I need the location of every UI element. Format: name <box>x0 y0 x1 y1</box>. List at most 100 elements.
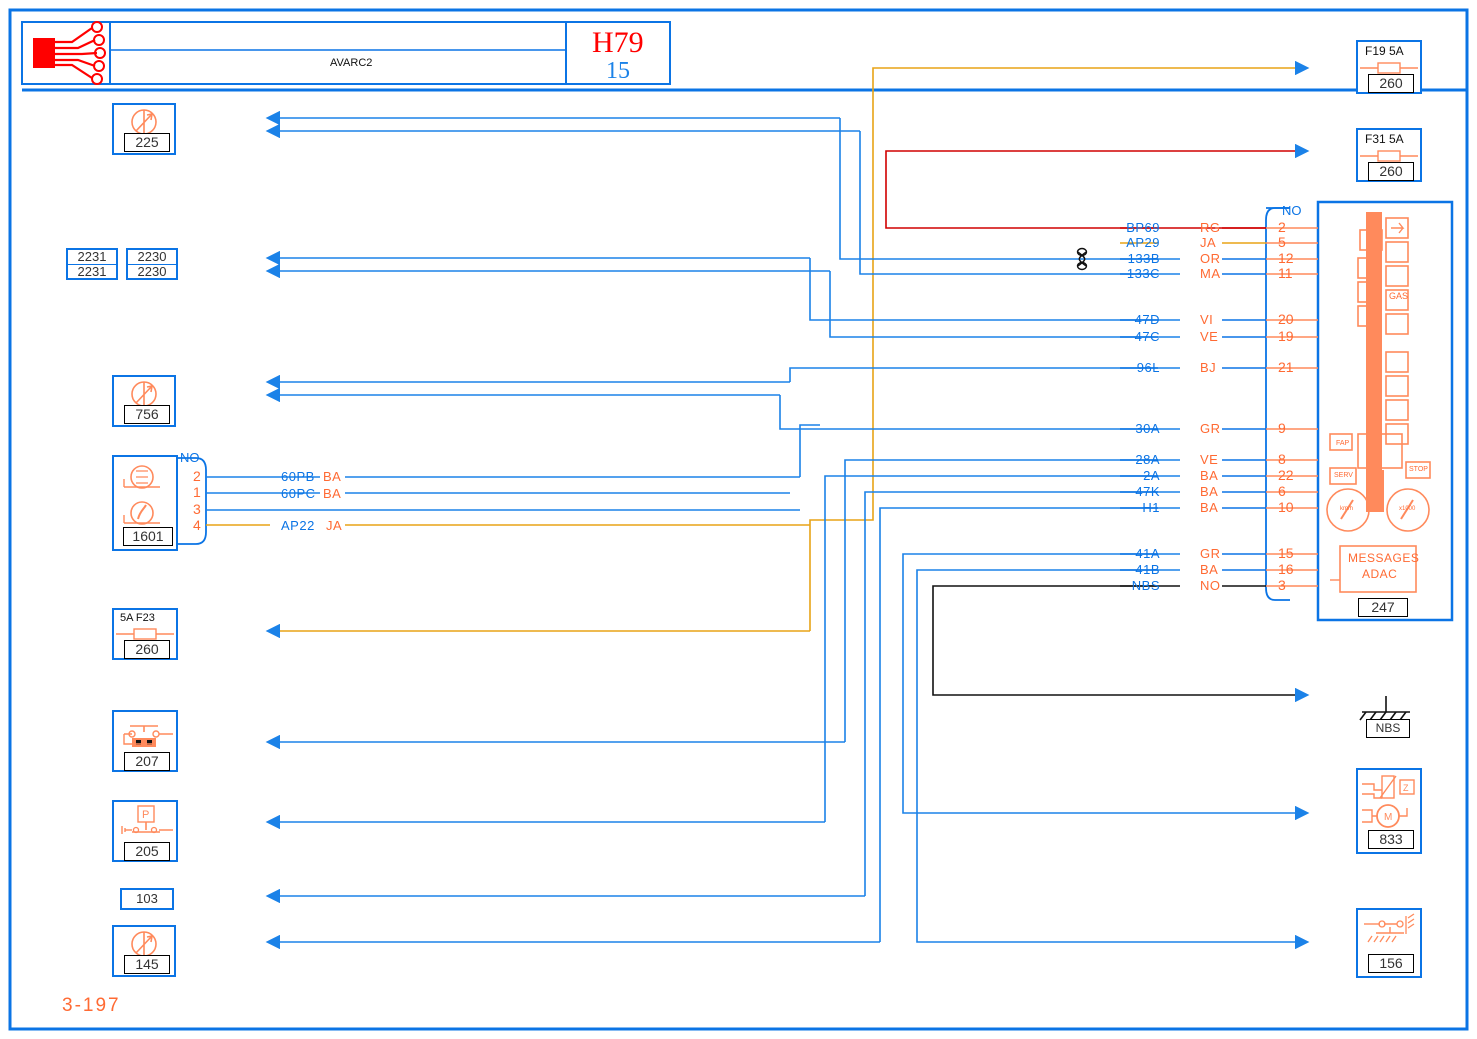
wire-name-AP29: AP29 <box>1126 235 1160 250</box>
wire-color-41A: GR <box>1200 546 1221 561</box>
wire-name-133C: 133C <box>1126 266 1160 281</box>
ref-207: 207 <box>124 752 170 771</box>
pin-1601-2: 2 <box>193 468 201 484</box>
wire-name-47D: 47D <box>1134 312 1160 327</box>
pin-1601-1: 1 <box>193 484 201 500</box>
pin-247-6: 6 <box>1278 483 1286 499</box>
wire-name-NBS: NBS <box>1131 578 1160 593</box>
ref-1601: 1601 <box>123 527 173 546</box>
connector-247-top-label: NO <box>1282 203 1302 218</box>
wire-name-47K: 47K <box>1135 484 1160 499</box>
wire-color-47C: VE <box>1200 329 1219 344</box>
wire-color-133C: MA <box>1200 266 1221 281</box>
wire-color-60PC: BA <box>323 486 342 501</box>
pin-247-20: 20 <box>1278 311 1294 327</box>
svg-text:Z: Z <box>1403 783 1409 793</box>
component-1601[interactable]: 1601 <box>112 455 178 551</box>
ref-260-f19: 260 <box>1368 74 1414 93</box>
pin-247-10: 10 <box>1278 499 1294 515</box>
wire-name-41B: 41B <box>1135 562 1160 577</box>
twisted-pair-icon <box>1076 247 1088 271</box>
ref-156: 156 <box>1368 954 1414 973</box>
cluster-icon-gas: GAS <box>1389 291 1409 301</box>
svg-text:P: P <box>142 809 149 821</box>
component-2230[interactable]: 2230 2230 <box>126 248 178 280</box>
connector-247-body <box>1265 207 1290 601</box>
ref-145: 145 <box>124 955 170 974</box>
gauge-tachometer-label: x1000 <box>1399 506 1416 512</box>
wire-color-AP29: JA <box>1200 235 1217 250</box>
ref-103: 103 <box>136 891 158 906</box>
ref-260-f31: 260 <box>1368 162 1414 181</box>
pin-247-11: 11 <box>1278 265 1293 281</box>
cluster-message-line1: MESSAGES <box>1348 551 1420 565</box>
component-f19-fuse[interactable]: F19 5A 260 <box>1356 40 1422 94</box>
wire-color-47K: BA <box>1200 484 1219 499</box>
wire-color-2A: BA <box>1200 468 1219 483</box>
component-756[interactable]: 756 <box>112 375 176 427</box>
ref-nbs-ground: NBS <box>1366 719 1410 738</box>
ref-2230-a: 2230 <box>137 249 167 264</box>
pin-247-5: 5 <box>1278 234 1286 250</box>
cluster-icon-stop: STOP <box>1409 466 1428 473</box>
component-145[interactable]: 145 <box>112 925 176 977</box>
ref-2231-a: 2231 <box>77 249 107 264</box>
sheet-index: 15 <box>606 58 630 84</box>
component-205[interactable]: P 205 <box>112 800 178 862</box>
component-f23-fuse[interactable]: 5A F23 260 <box>112 608 178 660</box>
component-103[interactable]: 103 <box>120 888 174 910</box>
cluster-icon-serv: SERV <box>1334 472 1353 479</box>
wire-name-41A: 41A <box>1135 546 1160 561</box>
connector-1601-top-label: NO <box>180 450 200 465</box>
pin-1601-3: 3 <box>193 501 201 517</box>
pin-247-19: 19 <box>1278 328 1294 344</box>
wire-color-133B: OR <box>1200 251 1221 266</box>
component-f31-fuse[interactable]: F31 5A 260 <box>1356 128 1422 182</box>
component-207[interactable]: 207 <box>112 710 178 772</box>
wire-name-133B: 133B <box>1127 251 1160 266</box>
svg-text:M: M <box>1384 812 1392 823</box>
wire-color-60PB: BA <box>323 469 342 484</box>
ref-247: 247 <box>1358 598 1408 617</box>
pin-247-3: 3 <box>1278 577 1286 593</box>
ref-205: 205 <box>124 842 170 861</box>
page-title: AVARC2 <box>330 57 373 69</box>
pin-247-15: 15 <box>1278 545 1294 561</box>
pin-247-22: 22 <box>1278 467 1294 483</box>
wire-color-28A: VE <box>1200 452 1219 467</box>
fuse-rating-f31: F31 5A <box>1365 132 1404 146</box>
component-833[interactable]: Z M 833 <box>1356 768 1422 854</box>
wire-name-96L: 96L <box>1136 360 1160 375</box>
cluster-message-line2: ADAC <box>1362 567 1398 581</box>
pin-247-2: 2 <box>1278 219 1286 235</box>
wire-routing <box>779 67 1180 943</box>
wire-color-BP69: RG <box>1200 220 1221 235</box>
wire-name-28A: 28A <box>1135 452 1160 467</box>
wire-color-30A: GR <box>1200 421 1221 436</box>
fuse-rating-f23: 5A F23 <box>120 612 155 624</box>
wire-name-H1: H1 <box>1142 500 1160 515</box>
cluster-icon-fap: FAP <box>1336 440 1350 447</box>
pin-247-21: 21 <box>1278 359 1294 375</box>
pin-247-9: 9 <box>1278 420 1286 436</box>
pin-247-8: 8 <box>1278 451 1286 467</box>
component-156[interactable]: 156 <box>1356 908 1422 978</box>
wire-color-H1: BA <box>1200 500 1219 515</box>
component-225[interactable]: 225 <box>112 103 176 155</box>
wire-color-47D: VI <box>1200 312 1214 327</box>
ref-225: 225 <box>124 133 170 152</box>
ref-833: 833 <box>1368 830 1414 849</box>
connector-1601-body <box>178 457 207 545</box>
wire-name-2A: 2A <box>1143 468 1160 483</box>
pin-1601-4: 4 <box>193 517 201 533</box>
pin-247-16: 16 <box>1278 561 1294 577</box>
wire-color-96L: BJ <box>1200 360 1217 375</box>
wire-name-60PB: 60PB <box>281 469 315 484</box>
wire-color-NBS: NO <box>1200 578 1221 593</box>
component-2231[interactable]: 2231 2231 <box>66 248 118 280</box>
title-block <box>21 21 1467 92</box>
ref-260-f23: 260 <box>124 640 170 659</box>
wire-name-47C: 47C <box>1134 329 1160 344</box>
page-number: 3-197 <box>62 995 121 1016</box>
